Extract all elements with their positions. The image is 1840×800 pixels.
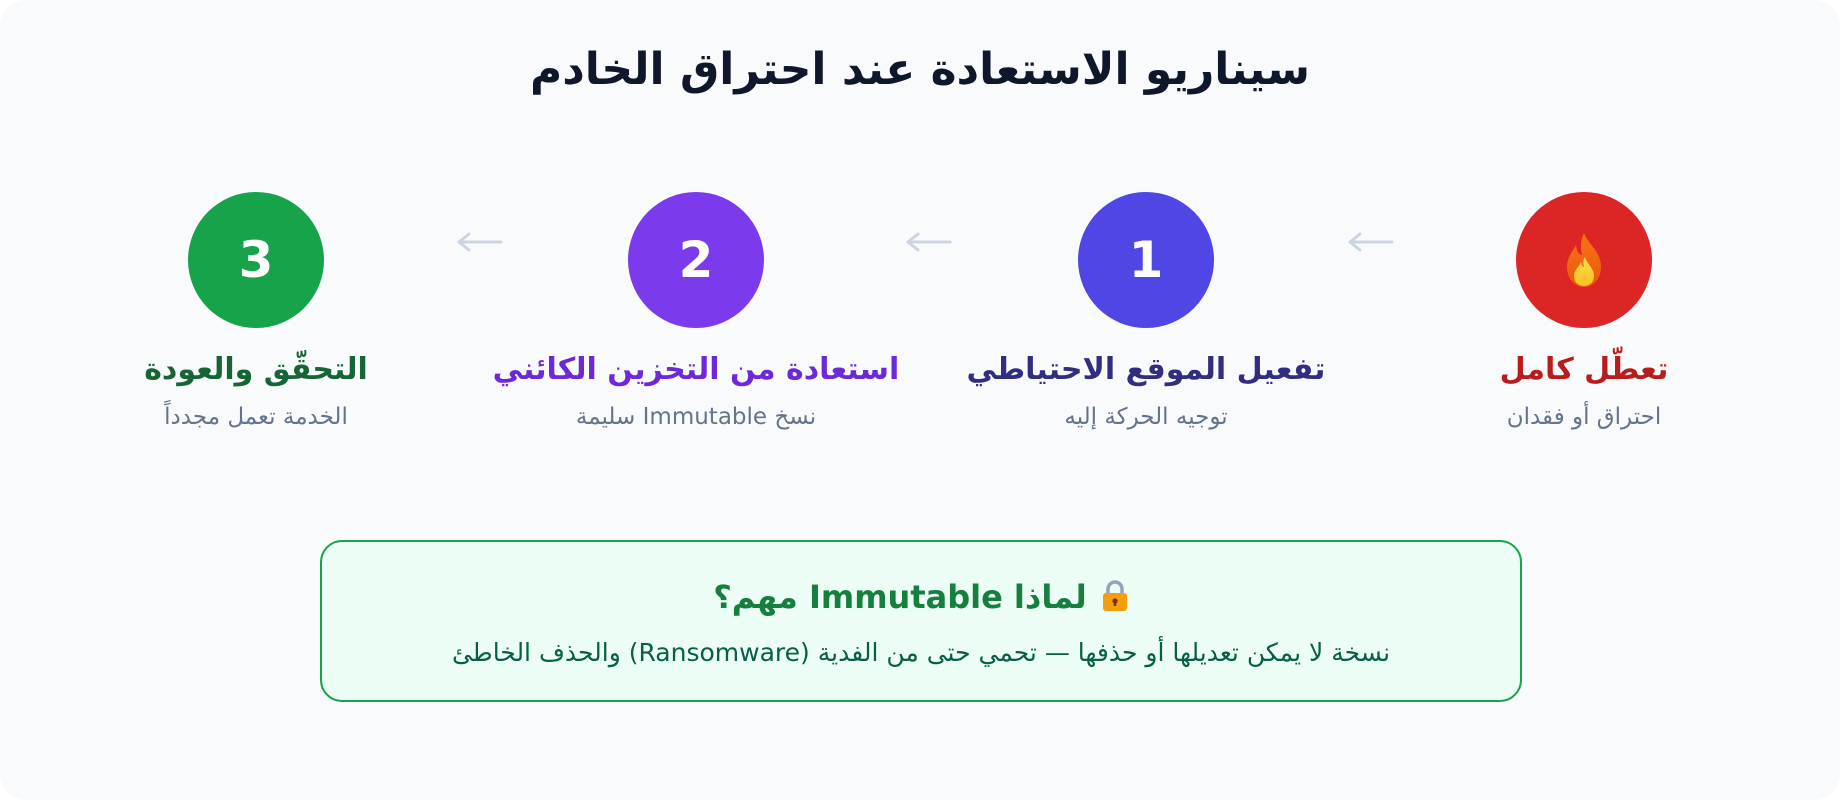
note-heading-row: لماذا Immutable مهم؟ [322,578,1520,620]
step-3-number-circle: 3 [188,192,324,328]
step-2-number-circle: 2 [628,192,764,328]
step-1-subtitle: توجيه الحركة إليه [1064,404,1228,430]
step-2-label: استعادة من التخزين الكائني [492,352,900,387]
arrow-left-icon [457,232,503,252]
step-failure-circle [1516,192,1652,328]
flame-icon [1567,233,1601,287]
step-failure-label: تعطّل كامل [1499,352,1669,387]
note-heading: لماذا Immutable مهم؟ [713,578,1087,616]
arrow-left-icon [1348,232,1394,252]
page-title: سيناريو الاستعادة عند احتراق الخادم [529,44,1311,95]
note-body: نسخة لا يمكن تعديلها أو حذفها — تحمي حتى… [451,638,1391,667]
step-1-number-circle: 1 [1078,192,1214,328]
step-3-subtitle: الخدمة تعمل مجدداً [164,404,348,430]
lock-icon [1101,580,1129,620]
step-2-subtitle: نسخ Immutable سليمة [575,404,817,430]
step-3-label: التحقّق والعودة [144,352,368,387]
immutable-note: لماذا Immutable مهم؟ نسخة لا يمكن تعديله… [320,540,1522,702]
step-1-label: تفعيل الموقع الاحتياطي [966,352,1326,387]
arrow-left-icon [906,232,952,252]
step-failure-subtitle: احتراق أو فقدان [1506,404,1662,430]
